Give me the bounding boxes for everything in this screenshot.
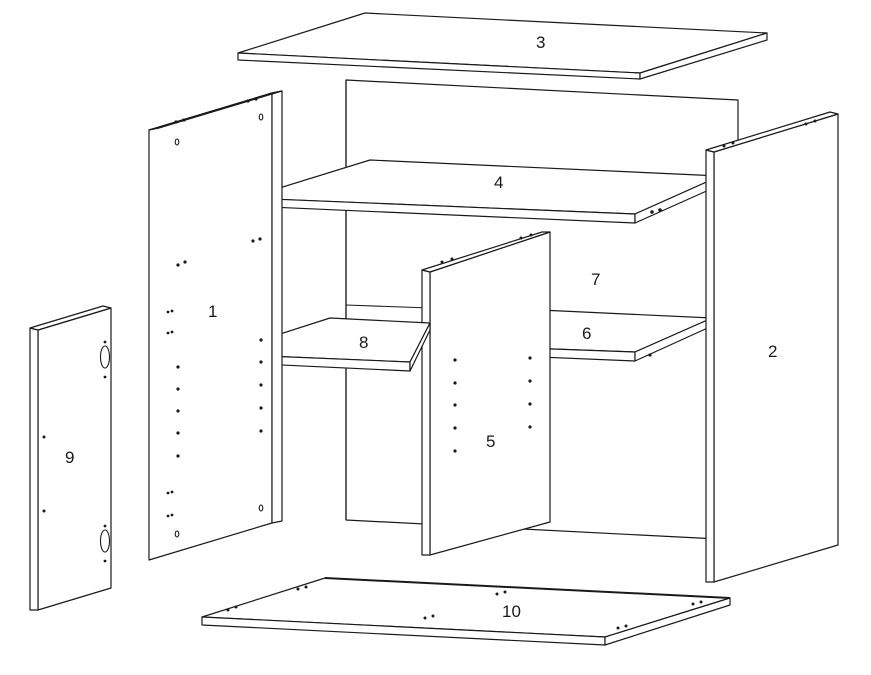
label-part-6: 6 bbox=[582, 324, 591, 343]
label-part-5: 5 bbox=[486, 432, 495, 451]
label-part-2: 2 bbox=[768, 342, 777, 361]
left-panel-hole-column-back bbox=[251, 237, 263, 433]
label-part-8: 8 bbox=[359, 333, 368, 352]
left-panel-hole-column-outer bbox=[166, 309, 174, 518]
divider-holes-left bbox=[453, 358, 457, 453]
label-part-4: 4 bbox=[494, 173, 503, 192]
label-part-9: 9 bbox=[65, 448, 74, 467]
part-3-top-panel bbox=[237, 12, 768, 80]
label-part-3: 3 bbox=[536, 33, 545, 52]
part-labels: 1 2 3 4 5 6 7 8 9 10 bbox=[65, 33, 777, 621]
divider-holes-right bbox=[528, 356, 532, 429]
label-part-1: 1 bbox=[208, 302, 217, 321]
part-10-bottom-panel bbox=[201, 577, 731, 646]
label-part-7: 7 bbox=[591, 270, 600, 289]
left-panel-hole-column-front bbox=[176, 260, 187, 458]
part-1-left-side-panel bbox=[148, 90, 283, 561]
part-2-right-side-panel bbox=[705, 111, 839, 583]
part-5-middle-divider bbox=[421, 231, 551, 556]
label-part-10: 10 bbox=[502, 602, 521, 621]
part-9-door bbox=[29, 305, 112, 611]
